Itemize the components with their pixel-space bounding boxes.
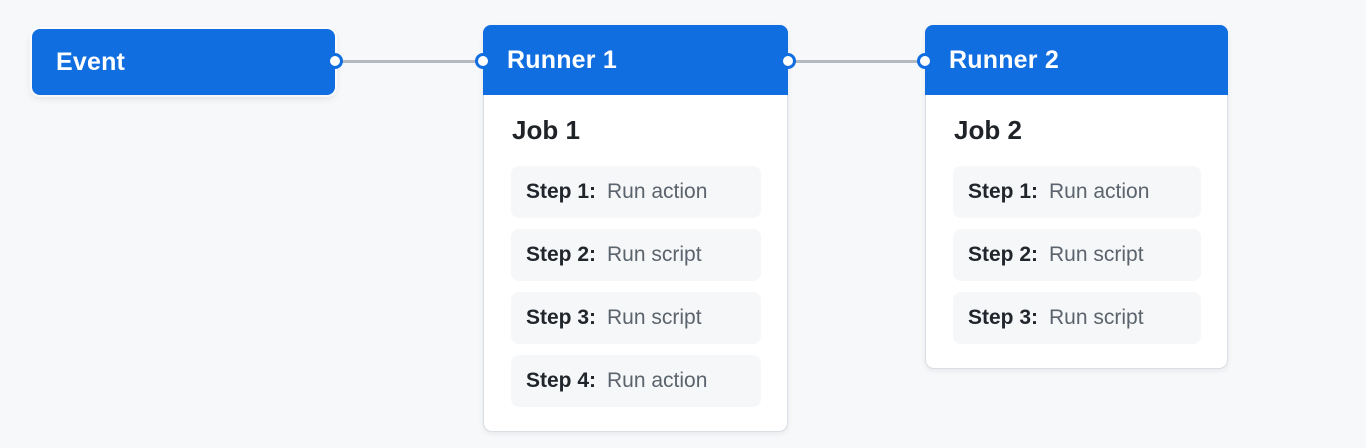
event-label: Event — [56, 47, 126, 76]
connector-dot — [475, 53, 491, 69]
step-row: Step 1: Run action — [511, 166, 761, 218]
step-value: Run script — [607, 306, 702, 329]
step-value: Run script — [1049, 243, 1144, 266]
step-row: Step 2: Run script — [953, 229, 1201, 281]
step-value: Run action — [607, 369, 708, 392]
step-label: Step 4: — [526, 369, 597, 392]
runner-2-body: Job 2 Step 1: Run action Step 2: Run scr… — [926, 95, 1227, 368]
runner-2-title: Runner 2 — [949, 45, 1059, 74]
step-label: Step 1: — [968, 180, 1039, 203]
step-value: Run action — [1049, 180, 1150, 203]
step-label: Step 2: — [526, 243, 597, 266]
step-value: Run action — [607, 180, 708, 203]
job-1-title: Job 1 — [512, 115, 580, 145]
step-label: Step 1: — [526, 180, 597, 203]
step-label: Step 2: — [968, 243, 1039, 266]
step-label: Step 3: — [968, 306, 1039, 329]
job-2-title: Job 2 — [954, 115, 1022, 145]
step-row: Step 4: Run action — [511, 355, 761, 407]
runner-2-card: Runner 2 Job 2 Step 1: Run action Step 2… — [925, 25, 1228, 369]
runner-2-header: Runner 2 — [925, 25, 1228, 95]
connector-line-event-runner1 — [335, 60, 483, 63]
step-row: Step 1: Run action — [953, 166, 1201, 218]
connector-dot — [780, 53, 796, 69]
runner-1-header: Runner 1 — [483, 25, 788, 95]
connector-dot — [327, 53, 343, 69]
runner-1-card: Runner 1 Job 1 Step 1: Run action Step 2… — [483, 25, 788, 432]
step-row: Step 2: Run script — [511, 229, 761, 281]
step-row: Step 3: Run script — [511, 292, 761, 344]
step-value: Run script — [607, 243, 702, 266]
event-node: Event — [32, 29, 335, 95]
runner-1-title: Runner 1 — [507, 45, 617, 74]
runner-1-body: Job 1 Step 1: Run action Step 2: Run scr… — [484, 95, 787, 431]
step-label: Step 3: — [526, 306, 597, 329]
step-value: Run script — [1049, 306, 1144, 329]
connector-dot — [917, 53, 933, 69]
step-row: Step 3: Run script — [953, 292, 1201, 344]
connector-line-runner1-runner2 — [788, 60, 925, 63]
